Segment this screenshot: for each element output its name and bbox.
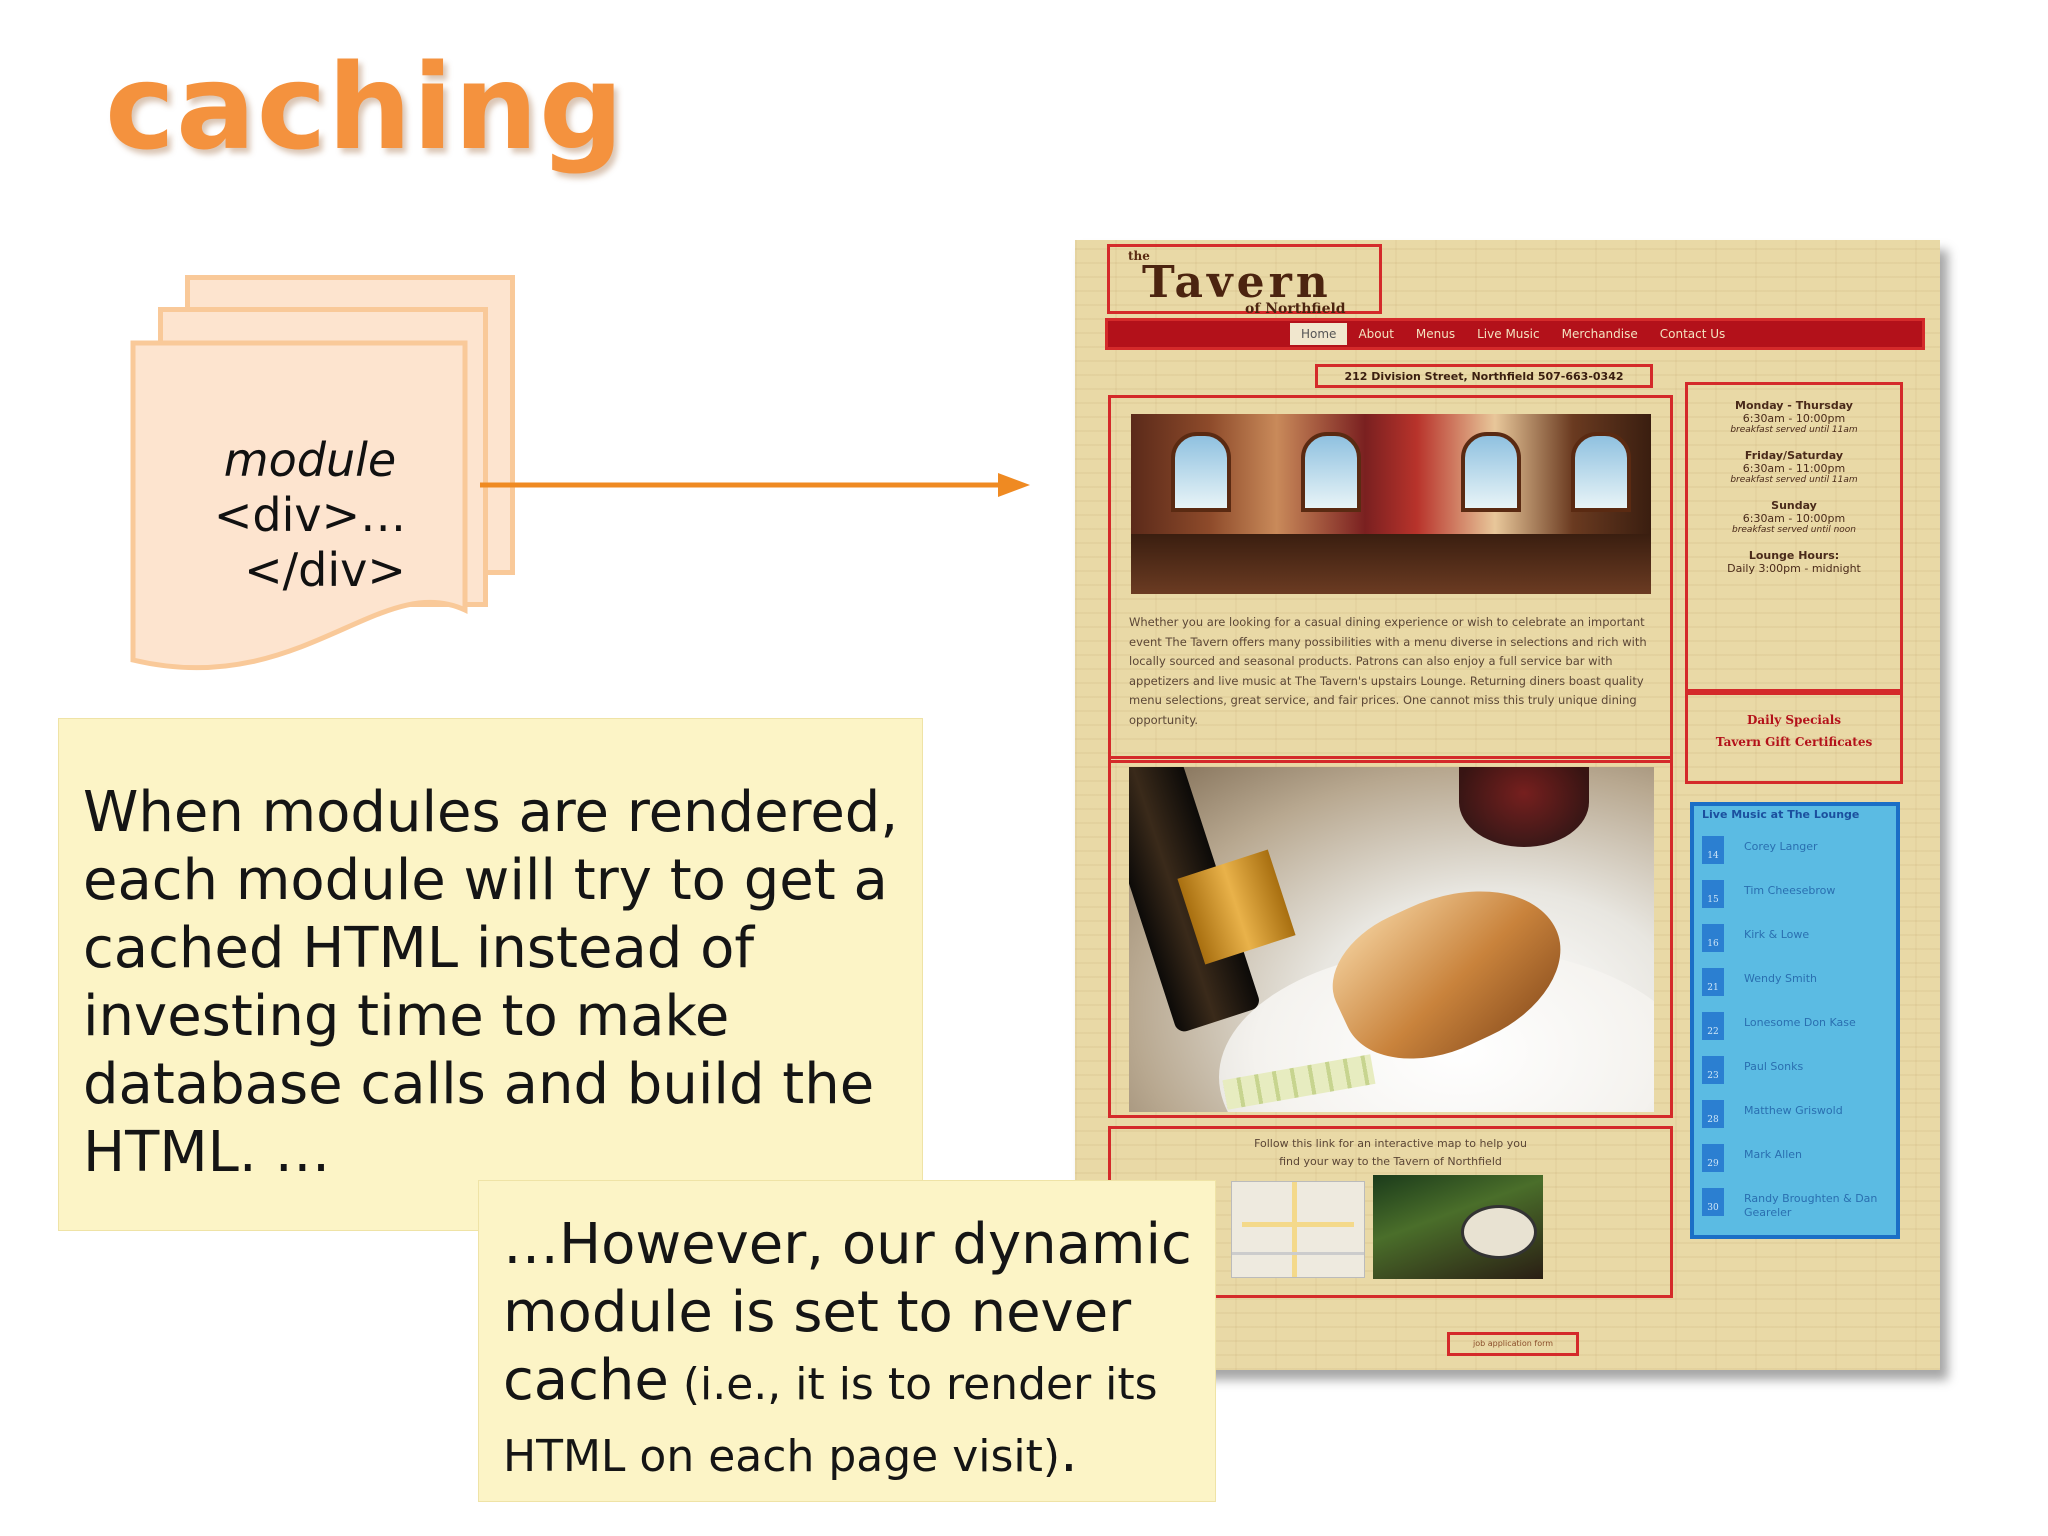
live-music-row[interactable]: 22 Lonesome Don Kase [1702, 1012, 1897, 1042]
live-music-row[interactable]: 30 Randy Broughten & Dan Geareler [1702, 1188, 1897, 1219]
performer-name: Randy Broughten & Dan Geareler [1744, 1192, 1878, 1219]
live-music-row[interactable]: 14 Corey Langer [1702, 836, 1897, 866]
hours-time: 6:30am - 10:00pm [1742, 412, 1846, 425]
food-photo [1129, 767, 1654, 1112]
live-music-module: Live Music at The Lounge 14 Corey Langer… [1690, 802, 1900, 1239]
explanation-note: When modules are rendered, each module w… [58, 718, 923, 1231]
module-close-tag: </div> [244, 543, 406, 597]
date-badge: 22 [1702, 1012, 1724, 1040]
nav-menus[interactable]: Menus [1415, 327, 1456, 341]
hours-day: Sunday [1771, 499, 1817, 512]
tavern-sign-photo [1373, 1175, 1543, 1279]
hours-time: 6:30am - 10:00pm [1742, 512, 1846, 525]
live-music-row[interactable]: 16 Kirk & Lowe [1702, 924, 1897, 954]
module-stack-illustration [130, 275, 530, 705]
site-address: 212 Division Street, Northfield 507-663-… [1315, 364, 1653, 388]
date-badge: 23 [1702, 1056, 1724, 1084]
intro-module: Whether you are looking for a casual din… [1108, 395, 1673, 763]
food-photo-module [1108, 756, 1673, 1118]
logo-main: Tavern [1142, 257, 1332, 308]
date-badge: 28 [1702, 1100, 1724, 1128]
date-badge: 16 [1702, 924, 1724, 952]
dynamic-note-end: . [1060, 1420, 1078, 1485]
hours-day: Lounge Hours: [1748, 549, 1840, 562]
hours-day: Friday/Saturday [1744, 449, 1844, 462]
dining-room-photo [1131, 414, 1651, 594]
performer-name: Wendy Smith [1744, 972, 1817, 985]
performer-name: Paul Sonks [1744, 1060, 1804, 1073]
gift-certificates-link[interactable]: Tavern Gift Certificates [1715, 735, 1873, 749]
logo-sub: of Northfield [1245, 301, 1346, 317]
date-badge: 29 [1702, 1144, 1724, 1172]
live-music-row[interactable]: 29 Mark Allen [1702, 1144, 1897, 1174]
hours-note: breakfast served until 11am [1730, 425, 1858, 435]
arrow-icon [480, 473, 1030, 497]
dynamic-note-paren: (i.e., it is to render its HTML on each … [503, 1359, 1158, 1482]
nav-merchandise[interactable]: Merchandise [1561, 327, 1638, 341]
map-link-text[interactable]: Follow this link for an interactive map … [1111, 1135, 1670, 1171]
map-text-line: find your way to the Tavern of Northfiel… [1279, 1155, 1502, 1168]
performer-name: Tim Cheesebrow [1744, 884, 1836, 897]
hours-day: Monday - Thursday [1735, 399, 1853, 412]
logo-the: the [1128, 249, 1150, 263]
hours-time: Daily 3:00pm - midnight [1727, 562, 1861, 575]
dynamic-module-note: …However, our dynamic module is set to n… [478, 1180, 1216, 1502]
performer-name: Lonesome Don Kase [1744, 1016, 1856, 1029]
nav-about[interactable]: About [1358, 327, 1394, 341]
module-label: module [223, 433, 397, 487]
hours-time: 6:30am - 11:00pm [1742, 462, 1846, 475]
performer-name: Corey Langer [1744, 840, 1818, 853]
live-music-row[interactable]: 21 Wendy Smith [1702, 968, 1897, 998]
module-open-tag: <div>… [213, 488, 407, 542]
map-module: Follow this link for an interactive map … [1108, 1126, 1673, 1298]
site-logo: the Tavern of Northfield [1107, 244, 1382, 317]
hours-note: breakfast served until 11am [1730, 475, 1858, 485]
nav-home[interactable]: Home [1290, 323, 1348, 345]
performer-name: Kirk & Lowe [1744, 928, 1810, 941]
footer-link[interactable]: job application form [1447, 1332, 1579, 1356]
tavern-website-screenshot: the Tavern of Northfield Home About Menu… [1075, 240, 1940, 1370]
date-badge: 30 [1702, 1188, 1724, 1216]
performer-name: Mark Allen [1744, 1148, 1802, 1161]
specials-panel: Daily Specials Tavern Gift Certificates [1685, 692, 1903, 784]
map-thumbnail[interactable] [1231, 1181, 1365, 1278]
explanation-text: When modules are rendered, each module w… [83, 780, 899, 1185]
hours-panel: Monday - Thursday 6:30am - 10:00pm break… [1685, 382, 1903, 692]
performer-name: Matthew Griswold [1744, 1104, 1843, 1117]
date-badge: 21 [1702, 968, 1724, 996]
date-badge: 15 [1702, 880, 1724, 908]
live-music-header: Live Music at The Lounge [1702, 808, 1860, 821]
daily-specials-link[interactable]: Daily Specials [1746, 713, 1842, 727]
live-music-row[interactable]: 28 Matthew Griswold [1702, 1100, 1897, 1130]
module-card-text: module <div>… </div> [170, 433, 450, 598]
live-music-row[interactable]: 23 Paul Sonks [1702, 1056, 1897, 1086]
site-nav: Home About Menus Live Music Merchandise … [1105, 318, 1925, 350]
live-music-row[interactable]: 15 Tim Cheesebrow [1702, 880, 1897, 910]
date-badge: 14 [1702, 836, 1724, 864]
dynamic-note-main: …However, our dynamic module is set to n… [503, 1212, 1192, 1413]
map-text-line: Follow this link for an interactive map … [1254, 1137, 1527, 1150]
nav-live-music[interactable]: Live Music [1477, 327, 1540, 341]
intro-paragraph: Whether you are looking for a casual din… [1129, 615, 1647, 727]
module-page-front [130, 340, 468, 671]
hours-note: breakfast served until noon [1731, 525, 1857, 535]
slide-title: caching [105, 38, 625, 176]
nav-contact-us[interactable]: Contact Us [1659, 327, 1726, 341]
